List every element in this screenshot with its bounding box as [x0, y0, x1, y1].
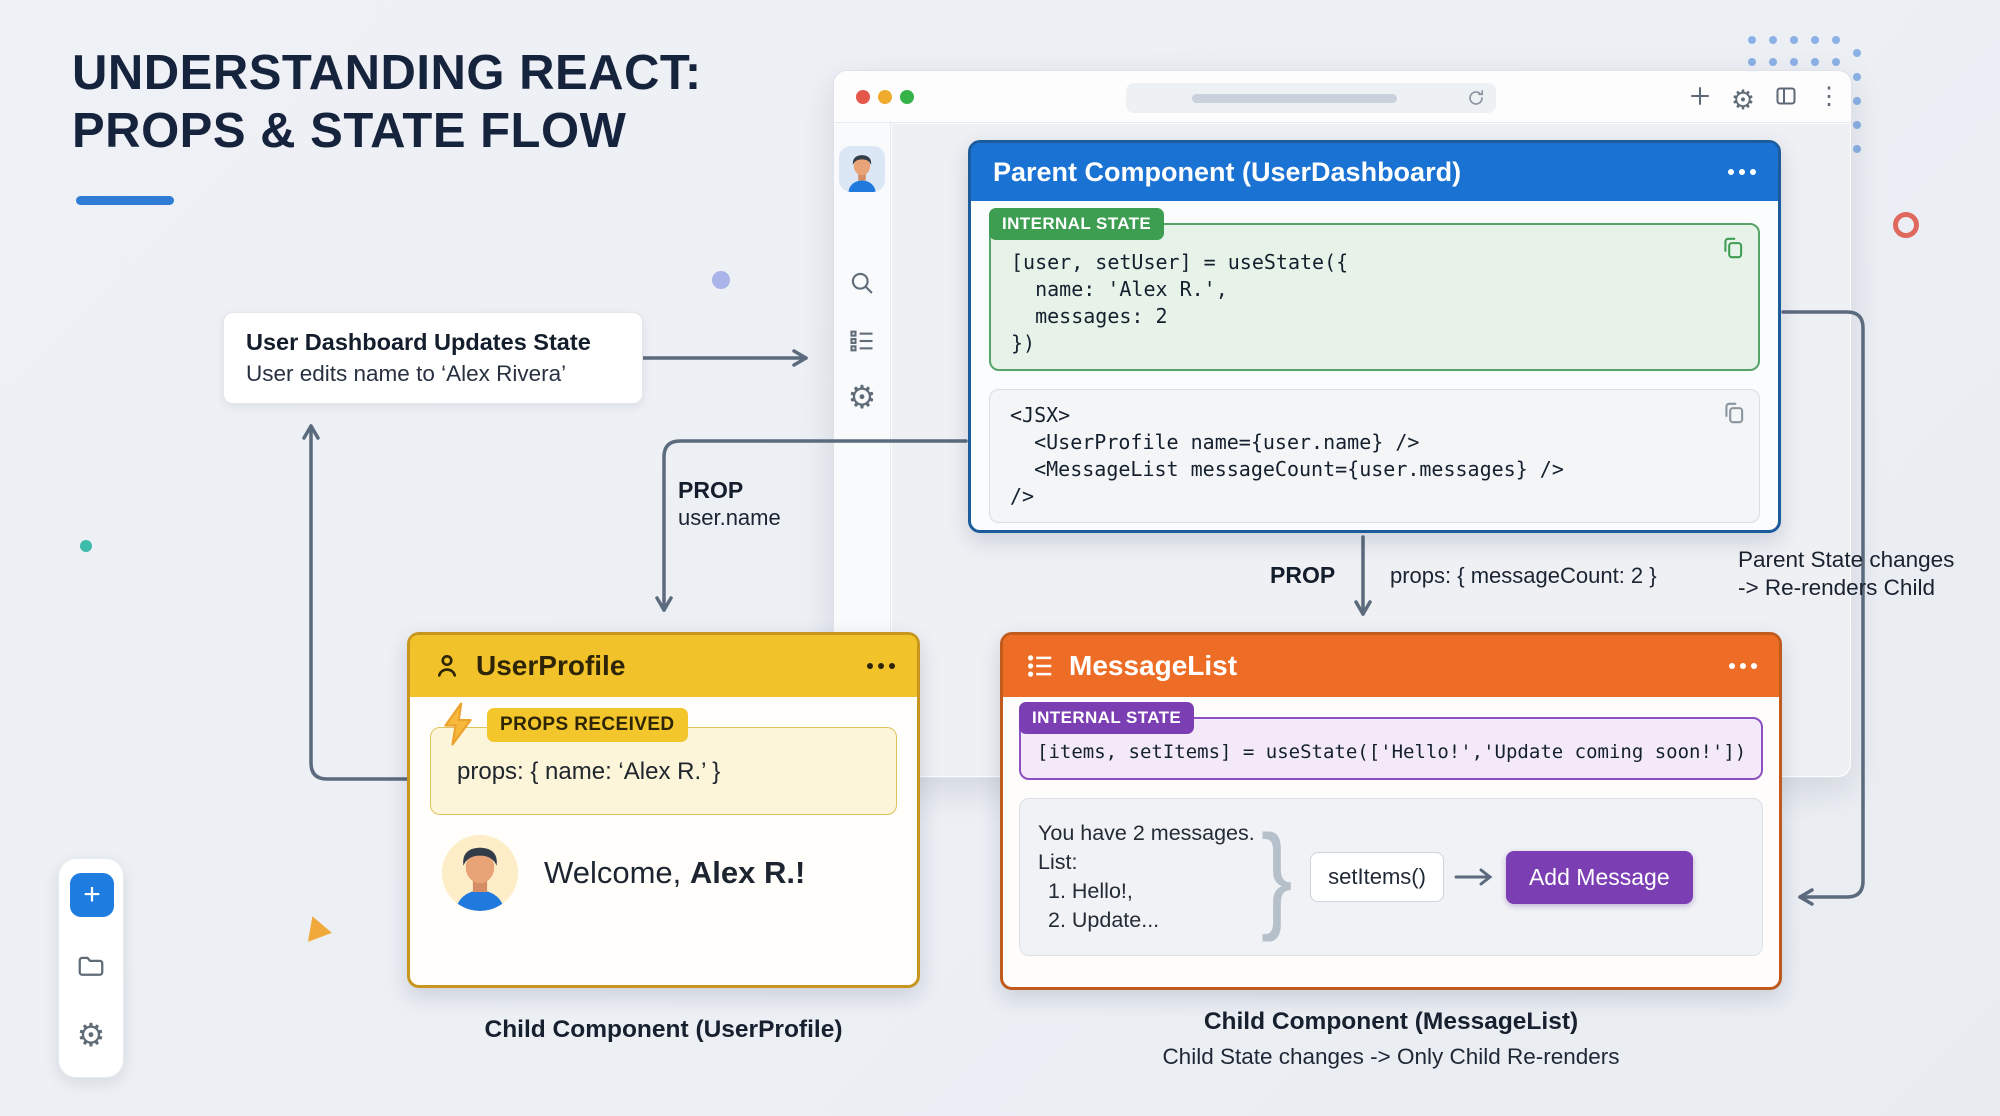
page-title: UNDERSTANDING REACT: PROPS & STATE FLOW: [72, 44, 702, 160]
props-received-badge: PROPS RECEIVED: [487, 708, 688, 742]
more-menu-icon[interactable]: [1729, 663, 1757, 669]
messagelist-caption: Child Component (MessageList): [1203, 1008, 1579, 1035]
decor-dot-teal: [80, 540, 92, 552]
sidebar-panel-icon[interactable]: [1774, 84, 1800, 110]
reload-icon[interactable]: [1466, 88, 1486, 108]
floating-toolbar: + ⚙: [58, 858, 124, 1078]
userprofile-caption: Child Component (UserProfile): [484, 1016, 843, 1043]
list-icon[interactable]: [848, 327, 876, 355]
more-menu-icon[interactable]: [867, 663, 895, 669]
parent-card-header: Parent Component (UserDashboard): [971, 143, 1778, 201]
address-placeholder-bar: [1192, 94, 1397, 103]
userprofile-title: UserProfile: [476, 650, 626, 681]
folder-icon[interactable]: [76, 951, 106, 981]
person-icon: [432, 651, 462, 681]
decor-dot-purple: [712, 271, 730, 289]
minimize-traffic-light[interactable]: [878, 90, 892, 104]
decor-ring: [1893, 212, 1919, 238]
decor-triangle: [307, 916, 335, 946]
toolbar-settings-icon[interactable]: ⚙: [76, 1017, 106, 1053]
props-code: props: { name: ‘Alex R.’ }: [457, 758, 721, 785]
copy-icon[interactable]: [1720, 235, 1746, 261]
title-underline: [76, 196, 174, 205]
overflow-menu-icon[interactable]: ⋮: [1817, 83, 1841, 110]
message-list-icon: [1025, 651, 1055, 681]
parent-internal-state-box: INTERNAL STATE [user, setUser] = useStat…: [989, 208, 1760, 371]
messagelist-title: MessageList: [1069, 650, 1238, 681]
welcome-message: Welcome, Alex R.!: [544, 855, 805, 891]
search-icon[interactable]: [848, 269, 876, 297]
callout-subtitle: User edits name to ‘Alex Rivera’: [246, 361, 567, 386]
messagelist-caption2: Child State changes -> Only Child Re-ren…: [1162, 1044, 1620, 1069]
prop-value: props: { messageCount: 2 }: [1390, 563, 1657, 588]
rendered-messages: You have 2 messages. List: 1. Hello!, 2.…: [1038, 819, 1255, 935]
callout-title: User Dashboard Updates State: [246, 329, 591, 355]
messagelist-card: MessageList INTERNAL STATE [items, setIt…: [1000, 632, 1782, 990]
prop-label: PROP: [678, 477, 744, 503]
messagelist-header: MessageList: [1003, 635, 1779, 697]
setitems-chip[interactable]: setItems(): [1310, 852, 1444, 902]
messagelist-body: INTERNAL STATE [items, setItems] = useSt…: [1003, 697, 1779, 956]
user-avatar: [442, 835, 518, 911]
close-traffic-light[interactable]: [856, 90, 870, 104]
internal-state-badge: INTERNAL STATE: [1019, 702, 1195, 734]
arrow-profile-loop-to-callout: [302, 424, 409, 781]
userprofile-header: UserProfile: [410, 635, 917, 697]
messagelist-render-box: You have 2 messages. List: 1. Hello!, 2.…: [1019, 798, 1763, 956]
sidebar-settings-icon[interactable]: ⚙: [847, 379, 877, 415]
message-line: 1. Hello!,: [1048, 879, 1133, 903]
parent-component-card: Parent Component (UserDashboard) INTERNA…: [968, 140, 1781, 533]
userprofile-body: PROPS RECEIVED props: { name: ‘Alex R.’ …: [410, 697, 917, 911]
new-tab-icon[interactable]: [1688, 84, 1714, 110]
prop-label: PROP: [1270, 562, 1336, 588]
prop-value: user.name: [678, 505, 781, 530]
welcome-name: Alex R.!: [689, 855, 806, 890]
maximize-traffic-light[interactable]: [900, 90, 914, 104]
welcome-row: Welcome, Alex R.!: [430, 835, 897, 911]
lightning-icon: [439, 702, 477, 746]
page-title-line1: UNDERSTANDING REACT:: [72, 46, 702, 100]
curly-brace-icon: }: [1260, 811, 1293, 943]
copy-icon[interactable]: [1721, 400, 1747, 426]
message-line: List:: [1038, 850, 1078, 874]
decor-dot-grid: [1748, 36, 1861, 153]
rerender-note-line1: Parent State changes: [1738, 547, 1955, 572]
rerender-note: Parent State changes -> Re-renders Child: [1738, 546, 1988, 602]
settings-icon[interactable]: ⚙: [1730, 85, 1756, 115]
parent-card-title: Parent Component (UserDashboard): [993, 156, 1462, 187]
internal-state-badge: INTERNAL STATE: [989, 208, 1165, 240]
sidebar-avatar[interactable]: [839, 146, 885, 192]
add-button[interactable]: +: [70, 873, 114, 917]
more-menu-icon[interactable]: [1728, 169, 1756, 175]
page-title-line2: PROPS & STATE FLOW: [72, 104, 627, 158]
parent-jsx-box: <JSX> <UserProfile name={user.name} /> <…: [989, 389, 1760, 523]
parent-jsx-code: <JSX> <UserProfile name={user.name} /> <…: [1010, 403, 1564, 508]
props-received-box: PROPS RECEIVED props: { name: ‘Alex R.’ …: [430, 702, 897, 815]
messagelist-state-code: [items, setItems] = useState(['Hello!','…: [1037, 741, 1747, 763]
message-line: You have 2 messages.: [1038, 821, 1255, 845]
add-message-button[interactable]: Add Message: [1505, 850, 1693, 904]
right-arrow-icon: [1454, 867, 1496, 887]
callout-update-state: User Dashboard Updates State User edits …: [223, 312, 643, 404]
parent-state-code: [user, setUser] = useState({ name: 'Alex…: [1011, 250, 1349, 355]
message-line: 2. Update...: [1048, 908, 1160, 932]
prop-username-label-group: PROP user.name: [678, 476, 781, 532]
userprofile-card: UserProfile PROPS RECEIVED props: { name…: [407, 632, 920, 988]
parent-card-body: INTERNAL STATE [user, setUser] = useStat…: [971, 201, 1778, 523]
rerender-note-line2: -> Re-renders Child: [1738, 575, 1935, 600]
browser-toolbar: ⚙ ⋮: [834, 71, 1851, 123]
address-bar[interactable]: [1126, 83, 1496, 113]
welcome-prefix: Welcome,: [544, 855, 690, 890]
messagelist-internal-state-box: INTERNAL STATE [items, setItems] = useSt…: [1019, 702, 1763, 780]
